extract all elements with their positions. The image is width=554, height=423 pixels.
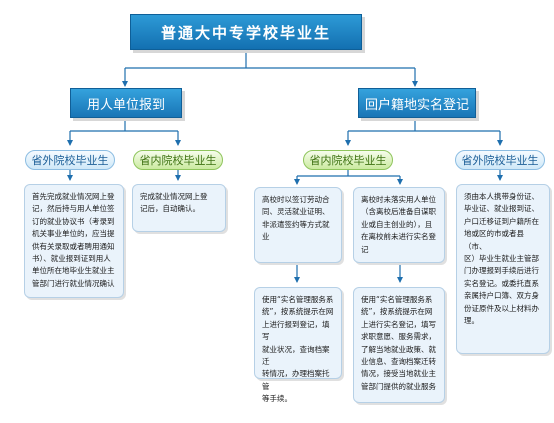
box-text-line: 供有关录取或者聘用通知: [32, 241, 115, 251]
box-text-line: 使用“实名管理服务系: [361, 295, 433, 304]
box-text-line: 记后，自动确认。: [140, 204, 200, 214]
box-text-line: 统”，按系统提示在网: [361, 307, 433, 317]
box-text-line: 了解当地就业政策、就: [361, 344, 436, 354]
box-text-line: 须由本人携带身份证、: [464, 192, 539, 201]
box-text-line: 统”，按系统提示在网: [262, 307, 334, 317]
box-text-line: 转情况，办理档案托管: [262, 369, 330, 391]
box-text-line: 就业状况，查询档案迁: [262, 344, 330, 367]
box-text-line: 理。: [464, 316, 479, 326]
box-text-line: 情况，接受当地就业主: [361, 369, 436, 379]
box-text-line: （含离校后准备自谋职: [361, 207, 436, 217]
box-text-line: 记，然后持与用人单位签: [32, 204, 115, 214]
branch-household-registration: 回户籍地实名登记: [358, 88, 476, 118]
box-text-line: 订的就业协议书（考录到: [32, 216, 115, 226]
box-text-line: 首先完成就业情况网上登: [32, 192, 115, 201]
box-text-line: 等手续。: [262, 394, 292, 404]
box-text-line: 上进行报到登记，填写: [262, 319, 330, 342]
box-text-line: 地或区的市或者县（市、: [464, 229, 524, 251]
category-outside-province-right: 省外院校毕业生: [455, 150, 545, 170]
box-text-line: 同、灵活就业证明、: [262, 207, 330, 217]
box-text-line: 求职意愿、服务需求，: [361, 332, 436, 342]
box-text-line: 业: [262, 232, 270, 242]
box-text-line: 管部门进行就业情况确认: [32, 278, 115, 288]
box-text-line: 单位所在地毕业生就业主: [32, 266, 115, 276]
box-unemployed-online-registration: 使用“实名管理服务系统”，按系统提示在网上进行实名登记，填写求职意愿、服务需求，…: [353, 287, 445, 403]
box-text-line: 管部门提供的就业服务: [361, 381, 436, 391]
category-inside-province-left: 省内院校毕业生: [133, 150, 223, 170]
root-title: 普通大中专学校毕业生: [130, 14, 362, 50]
box-outside-left-employer: 首先完成就业情况网上登记，然后持与用人单位签订的就业协议书（考录到机关事业单位的…: [24, 184, 124, 298]
box-text-line: 使用“实名管理服务系: [262, 295, 334, 304]
box-unemployed-at-graduation: 离校时未落实用人单位 （含离校后准备自谋职业或自主创业的），且在离校前未进行实名登…: [353, 187, 445, 263]
box-text-line: 书）、就业报到证到用人: [32, 254, 111, 264]
box-signed-online-registration: 使用“实名管理服务系统”，按系统提示在网上进行报到登记，填写就业状况，查询档案迁…: [254, 287, 342, 403]
box-text-line: 上进行实名登记，填写: [361, 319, 436, 329]
box-text-line: 亲属持户口簿、双方身: [464, 291, 539, 301]
box-text-line: 业或自主创业的），且: [361, 219, 433, 229]
branch-employer-report: 用人单位报到: [70, 88, 182, 118]
box-inside-left-employer: 完成就业情况网上登记后，自动确认。: [132, 184, 226, 232]
box-text-line: 份证原件及以上材料办: [464, 303, 539, 313]
box-text-line: 完成就业情况网上登: [140, 192, 208, 201]
box-text-line: 门办理报到手续后进行: [464, 266, 539, 276]
box-text-line: 在离校前未进行实名登: [361, 232, 436, 242]
category-inside-province-right: 省内院校毕业生: [303, 150, 393, 170]
box-signed-employment: 高校时以签订劳动合同、灵活就业证明、非派遣签约等方式就业: [254, 187, 342, 263]
box-text-line: 实名登记。或委托直系: [464, 278, 539, 288]
box-text-line: 业信息、查询档案迁转: [361, 357, 436, 367]
box-outside-right-household: 须由本人携带身份证、毕业证、就业报到证、户口迁移证到户籍所在地或区的市或者县（市…: [456, 184, 550, 354]
box-text-line: 离校时未落实用人单位: [361, 195, 436, 204]
category-outside-province-left: 省外院校毕业生: [25, 150, 115, 170]
box-text-line: 高校时以签订劳动合: [262, 195, 330, 204]
box-text-line: 区）毕业生就业主管部: [464, 254, 539, 264]
box-text-line: 记: [361, 244, 369, 254]
box-text-line: 非派遣签约等方式就: [262, 219, 330, 229]
box-text-line: 机关事业单位的，应当提: [32, 229, 115, 239]
box-text-line: 户口迁移证到户籍所在: [464, 216, 539, 226]
box-text-line: 毕业证、就业报到证、: [464, 204, 539, 214]
